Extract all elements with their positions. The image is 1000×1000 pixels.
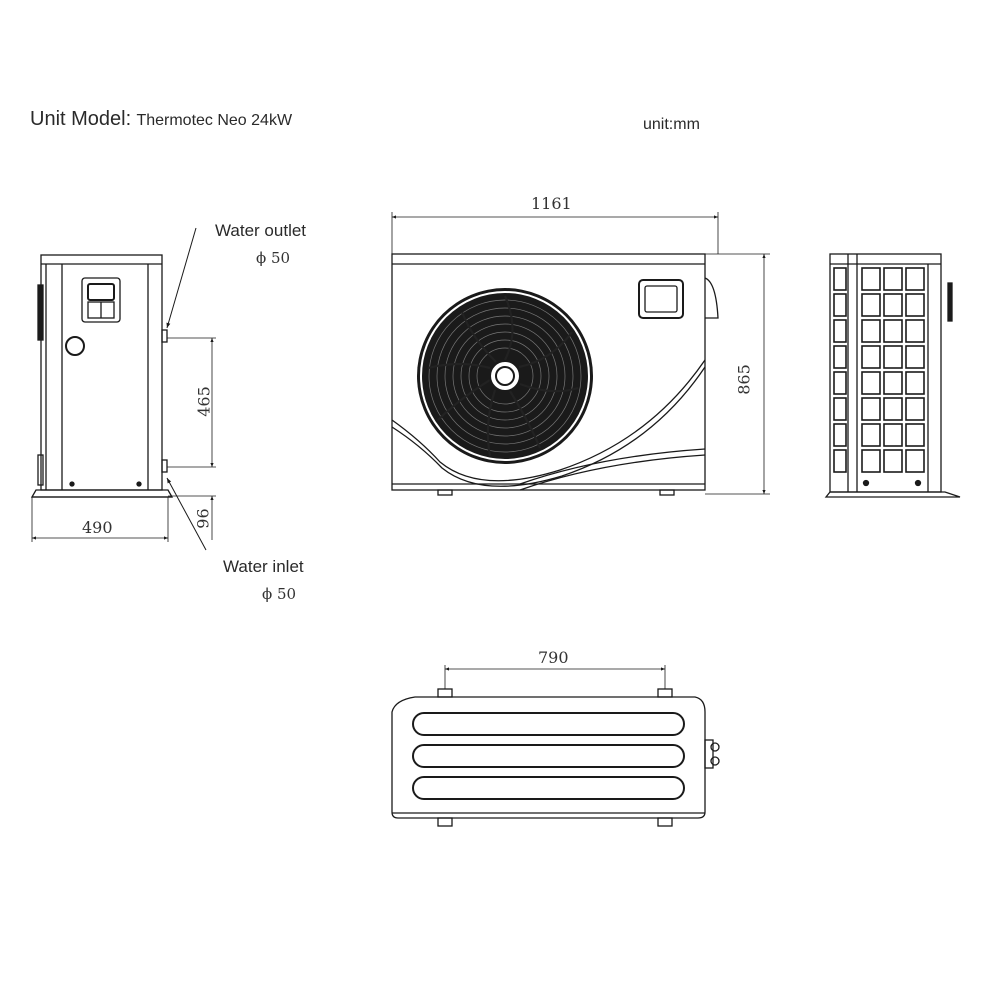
water-inlet-label: Water inlet: [223, 557, 304, 576]
unit-model-label: Unit Model:: [30, 108, 132, 130]
water-outlet-label: Water outlet: [215, 221, 307, 240]
unit-of-measure: unit:mm: [643, 116, 700, 133]
unit-model-value: Thermotec Neo 24kW: [136, 112, 293, 129]
top-view: [391, 665, 720, 827]
side-view-left: [30, 227, 216, 551]
side-view-right: [824, 253, 961, 498]
water-outlet-diameter: ϕ 50: [256, 249, 291, 267]
unit-model-title: Unit Model: Thermotec Neo 24kW: [30, 108, 292, 131]
front-view: [391, 212, 770, 496]
water-inlet-diameter: ϕ 50: [262, 585, 297, 603]
dim-mount-790: 790: [538, 648, 569, 667]
dim-depth-490: 490: [82, 518, 113, 537]
dim-width-1161: 1161: [531, 194, 572, 213]
